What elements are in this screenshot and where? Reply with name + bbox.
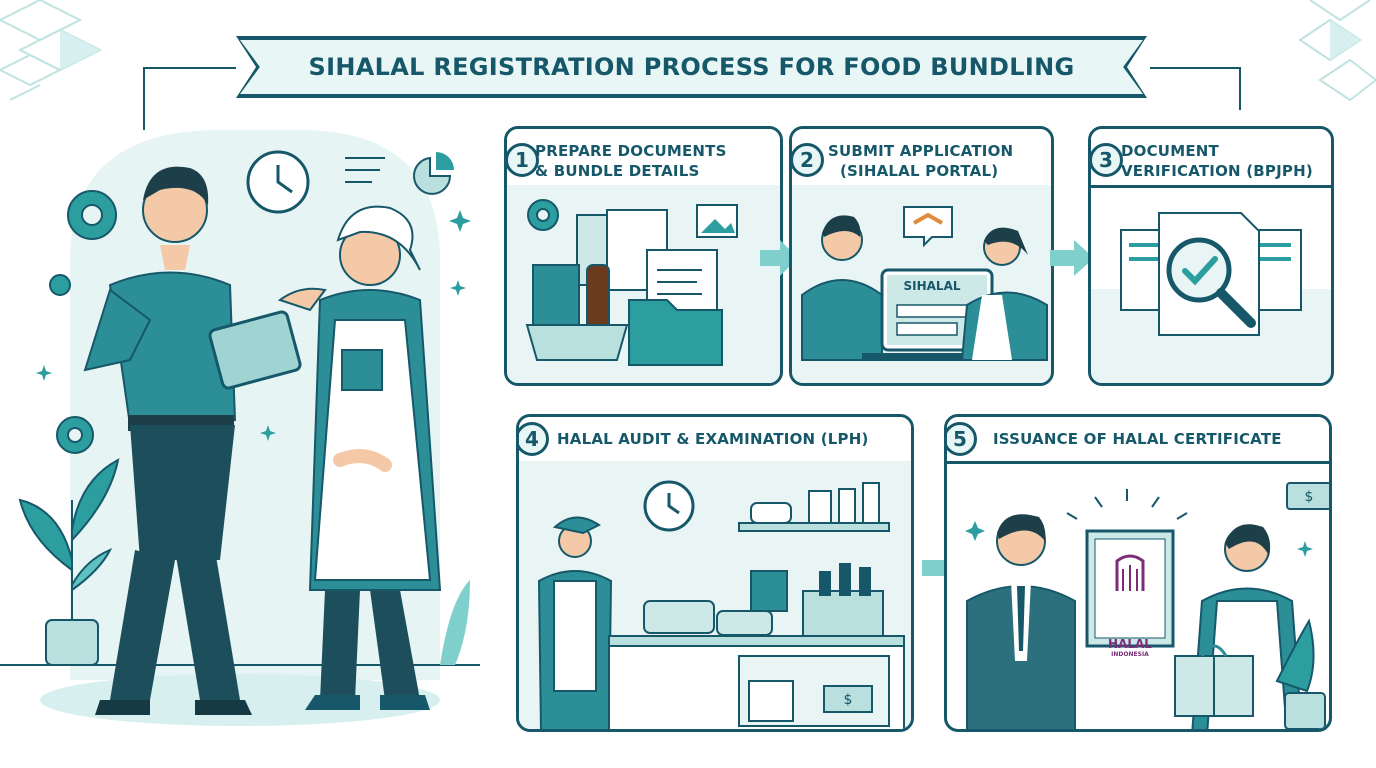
step-2-header [792, 129, 1051, 188]
step-3-number: 3 [1091, 143, 1123, 177]
step-2-title-line2: (SIHALAL PORTAL) [840, 162, 999, 180]
step-5-header [947, 417, 1329, 464]
gear-icon [67, 190, 117, 240]
consultant-man [83, 166, 327, 715]
step-1-title-line1: PREPARE DOCUMENTS [535, 142, 727, 160]
certificate-sublabel: INDONESIA [1111, 651, 1149, 658]
step-2-number: 2 [792, 143, 824, 177]
step-1-header [507, 129, 780, 188]
step-5-number: 5 [947, 422, 977, 456]
list-icon [345, 157, 385, 183]
sparkle-icon [36, 210, 471, 441]
pie-chart-icon [413, 152, 454, 195]
title-banner-inner: SIHALAL REGISTRATION PROCESS FOR FOOD BU… [240, 40, 1143, 94]
submit-application-illustration [801, 206, 1048, 361]
magnifier-check-icon [1166, 237, 1256, 328]
step-2-title-line1: SUBMIT APPLICATION [828, 142, 1014, 160]
step-5-panel: $ HALAL INDONESIA 5 ISSUANCE OF HALAL CE… [944, 414, 1332, 732]
step-1-number: 1 [507, 143, 539, 177]
certificate-halal-label: HALAL [1108, 637, 1152, 651]
svg-text:$: $ [844, 692, 853, 708]
halal-certificate-issuance-illustration: $ [965, 482, 1329, 729]
step-1-title-line2: & BUNDLE DETAILS [535, 162, 700, 180]
step-3-title-line1: DOCUMENT [1121, 142, 1219, 160]
step-2-panel: SIHALAL 2 SUBMIT APPLICATION (SIHALAL PO… [789, 126, 1054, 386]
document-verification-illustration [1120, 212, 1302, 336]
handshake-icon [903, 206, 953, 248]
clock-icon [246, 150, 310, 214]
money-icon: $ [1286, 482, 1329, 510]
sparkle-icon [965, 521, 1313, 557]
documents-bundle-illustration [525, 199, 738, 366]
plant-left [18, 458, 120, 666]
consultant-and-chef-illustration [0, 130, 480, 726]
step-5-title: ISSUANCE OF HALAL CERTIFICATE [993, 430, 1282, 448]
svg-text:$: $ [1305, 489, 1314, 505]
sihalal-screen-label: SIHALAL [903, 279, 961, 293]
arrow-right-icon [760, 240, 798, 276]
chef-woman [305, 205, 442, 710]
step-4-panel: $ 4 HALAL AUDIT & EXAMINATION (LPH) [516, 414, 914, 732]
step-4-number: 4 [519, 422, 549, 456]
step-1-panel: 1 PREPARE DOCUMENTS & BUNDLE DETAILS [504, 126, 783, 386]
corner-decoration-top-left [0, 0, 103, 101]
clock-icon [643, 480, 695, 532]
step-3-panel: 3 DOCUMENT VERIFICATION (BPJPH) [1088, 126, 1334, 386]
arrow-right-icon [1050, 240, 1094, 276]
gear-icon [527, 199, 559, 231]
banner-bracket-lines [143, 67, 1241, 130]
step-3-title-line2: VERIFICATION (BPJPH) [1121, 162, 1313, 180]
corner-decoration-top-right [1298, 0, 1376, 102]
image-icon [696, 204, 738, 238]
step-3-header [1091, 129, 1331, 188]
step-4-title: HALAL AUDIT & EXAMINATION (LPH) [557, 430, 869, 448]
halal-audit-kitchen-illustration: $ [537, 480, 905, 729]
page-title: SIHALAL REGISTRATION PROCESS FOR FOOD BU… [308, 53, 1075, 81]
